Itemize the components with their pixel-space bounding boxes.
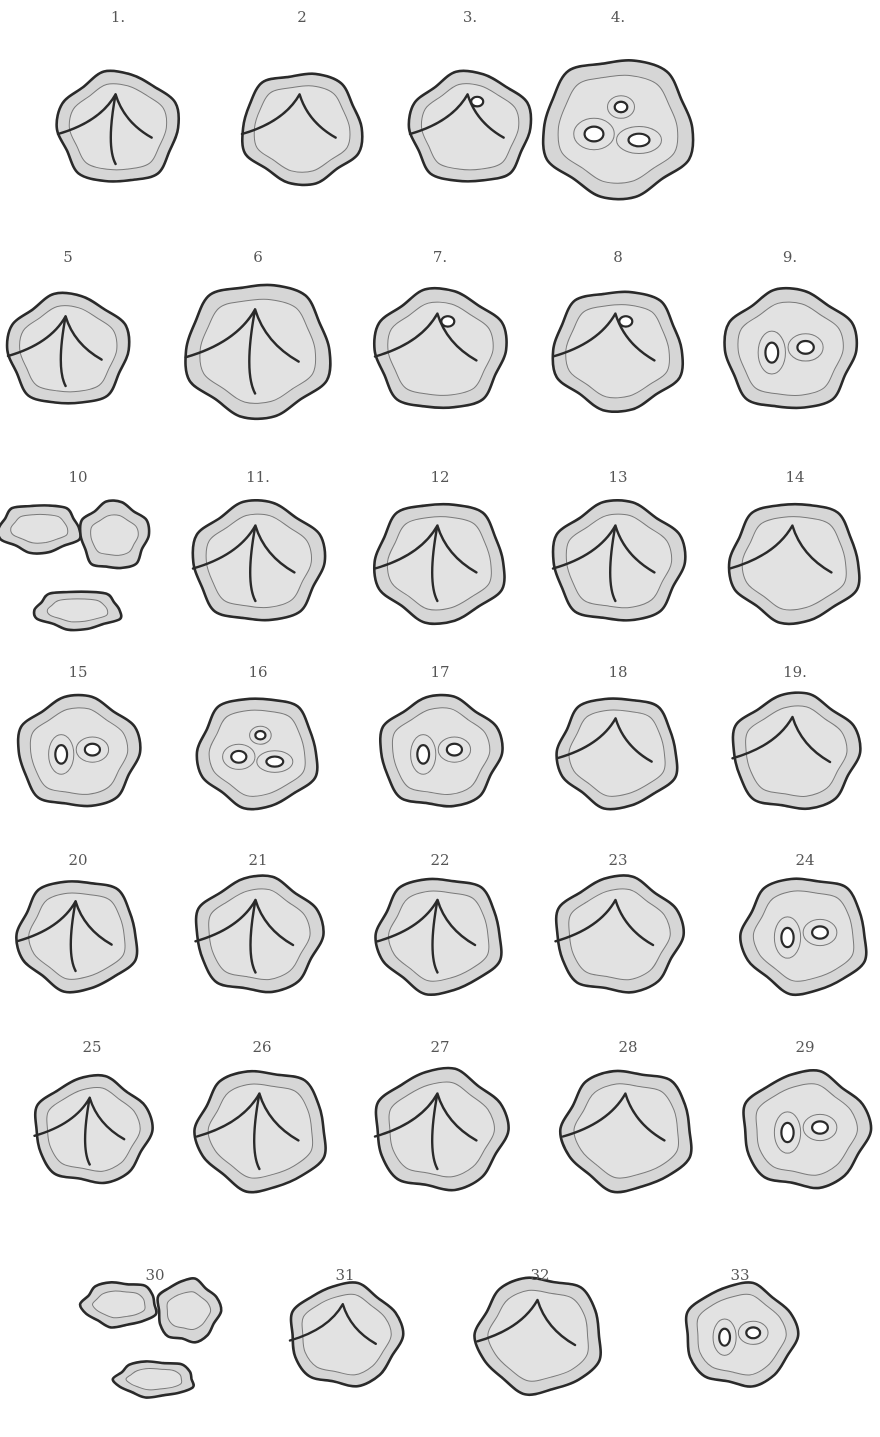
figure-number: 14 [785,468,804,486]
figure-number: 30 [145,1266,164,1284]
figure-30: 30 [80,1266,221,1398]
figure-4: 4. [543,8,693,199]
figure-1: 1. [57,8,179,182]
cavity [629,134,650,147]
figure-number: 8 [613,248,623,266]
figure-number: 23 [608,851,627,869]
cavity [781,1123,793,1142]
cavity [615,102,628,113]
figure-23: 23 [556,851,684,992]
figure-7: 7. [374,248,506,408]
cavity [746,1327,760,1338]
figure-10: 10 [0,468,149,630]
figure-9: 9. [725,248,857,408]
figure-number: 32 [530,1266,549,1284]
figure-14: 14 [729,468,859,624]
cavity [781,928,793,947]
figure-number: 13 [608,468,627,486]
figure-number: 31 [335,1266,354,1284]
figure-number: 7. [433,248,447,266]
figure-27: 27 [375,1038,509,1190]
figure-20: 20 [16,851,137,992]
cavity [585,127,604,142]
cavity [471,97,483,107]
figure-22: 22 [376,851,502,995]
figure-number: 22 [430,851,449,869]
figure-number: 16 [248,663,267,681]
figure-31: 31 [290,1266,403,1386]
figure-28: 28 [560,1038,691,1192]
cavity [266,757,283,767]
figure-number: 27 [430,1038,449,1056]
cavity [85,744,100,756]
figure-24: 24 [740,851,866,995]
cavity [55,745,67,763]
figure-19: 19. [733,663,861,809]
figure-number: 10 [68,468,87,486]
figure-number: 15 [68,663,87,681]
cavity [231,751,246,763]
cavity [765,343,778,363]
figure-number: 12 [430,468,449,486]
figure-13: 13 [553,468,685,620]
figure-number: 26 [252,1038,271,1056]
figure-number: 29 [795,1038,814,1056]
cavity [441,316,454,326]
figure-number: 18 [608,663,627,681]
cavity [417,745,429,763]
figure-6: 6 [185,248,330,419]
figure-15: 15 [18,663,140,806]
figure-number: 3. [463,8,477,26]
figure-number: 6 [253,248,263,266]
cavity [619,316,632,326]
cavity [812,1121,828,1133]
figure-3: 3. [409,8,531,181]
figure-25: 25 [35,1038,153,1183]
figure-number: 17 [430,663,449,681]
figure-number: 1. [111,8,125,26]
figure-number: 5 [63,248,73,266]
figure-number: 11. [246,468,270,486]
figure-number: 20 [68,851,87,869]
figure-number: 9. [783,248,797,266]
figure-number: 21 [248,851,267,869]
figure-number: 25 [82,1038,101,1056]
figure-18: 18 [557,663,678,809]
figure-number: 28 [618,1038,637,1056]
figure-12: 12 [374,468,504,624]
figure-number: 19. [783,663,807,681]
cavity [797,341,813,354]
figure-number: 2 [297,8,307,26]
figure-number: 33 [730,1266,749,1284]
figure-33: 33 [686,1266,798,1387]
figure-number: 4. [611,8,625,26]
figure-number: 24 [795,851,814,869]
figure-2: 2 [242,8,362,185]
figure-11: 11. [193,468,325,620]
figure-17: 17 [380,663,502,806]
cavity [447,744,462,756]
figure-29: 29 [744,1038,872,1188]
figure-32: 32 [474,1266,600,1395]
figure-5: 5 [7,248,129,403]
cavity [255,731,265,739]
figure-21: 21 [196,851,324,992]
cavity [719,1329,730,1346]
figure-8: 8 [553,248,683,412]
figure-16: 16 [197,663,318,809]
figure-26: 26 [194,1038,325,1192]
cavity [812,926,828,938]
